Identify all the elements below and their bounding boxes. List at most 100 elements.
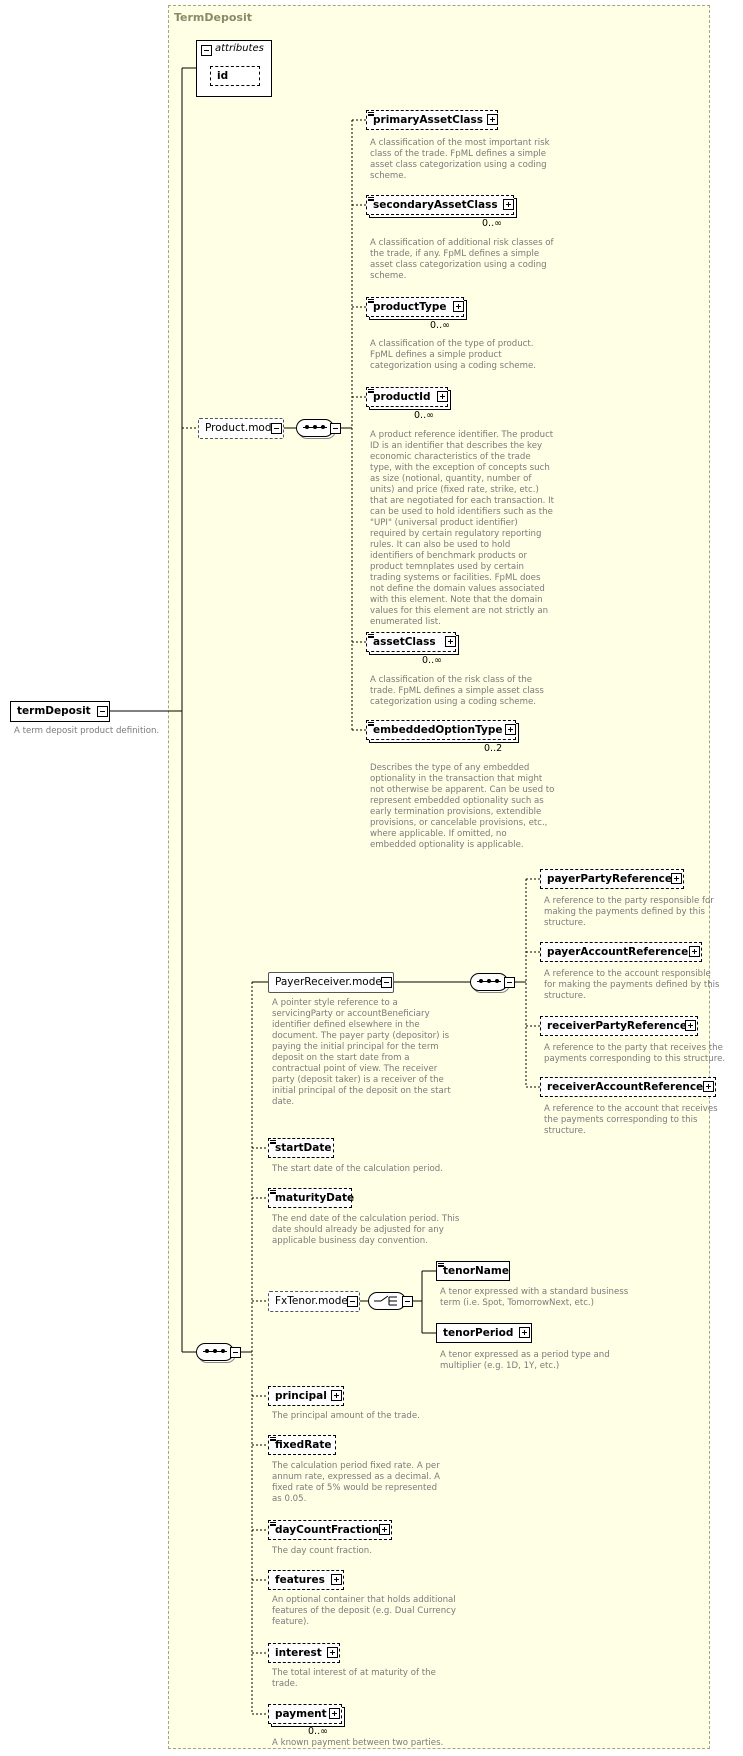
expand-icon[interactable]: [685, 1020, 696, 1031]
expand-icon[interactable]: [505, 724, 516, 735]
embedded-option-type-element[interactable]: embeddedOptionType: [366, 720, 516, 740]
element-description: An optional container that holds additio…: [272, 1595, 456, 1627]
expand-icon[interactable]: [331, 1574, 342, 1585]
element-decoration-icon: [270, 1437, 276, 1441]
collapse-icon[interactable]: [271, 423, 282, 434]
expand-icon[interactable]: [445, 636, 456, 647]
element-label: embeddedOptionType: [373, 724, 503, 736]
payer-account-reference-element[interactable]: payerAccountReference: [540, 942, 702, 962]
panel-title: TermDeposit: [174, 11, 252, 24]
root-label: termDeposit: [17, 705, 91, 717]
element-label: assetClass: [373, 636, 436, 648]
collapse-icon[interactable]: [504, 977, 515, 988]
element-label: payment: [275, 1708, 327, 1720]
element-description: A classification of the type of product.…: [370, 339, 536, 371]
element-description: The principal amount of the trade.: [272, 1411, 420, 1421]
interest-element[interactable]: interest: [268, 1643, 340, 1663]
payment-element[interactable]: payment: [268, 1704, 342, 1724]
element-label: tenorPeriod: [443, 1327, 514, 1339]
product-id-element[interactable]: productId: [366, 387, 448, 407]
expand-icon[interactable]: [379, 1524, 390, 1535]
collapse-icon[interactable]: [201, 45, 212, 56]
collapse-icon[interactable]: [402, 1296, 413, 1307]
secondary-asset-class-element[interactable]: secondaryAssetClass: [366, 195, 514, 215]
features-element[interactable]: features: [268, 1570, 344, 1590]
element-label: interest: [275, 1647, 322, 1659]
payer-receiver-model-group[interactable]: PayerReceiver.model: [268, 972, 394, 993]
element-label: primaryAssetClass: [373, 114, 483, 126]
fx-tenor-model-group[interactable]: FxTenor.model: [268, 1291, 360, 1312]
element-decoration-icon: [438, 1263, 444, 1267]
payer-party-reference-element[interactable]: payerPartyReference: [540, 869, 684, 889]
element-description: A classification of additional risk clas…: [370, 238, 554, 281]
group-description: A pointer style reference to a servicing…: [272, 998, 451, 1107]
element-description: Describes the type of any embedded optio…: [370, 763, 555, 850]
expand-icon[interactable]: [519, 1327, 530, 1338]
expand-icon[interactable]: [503, 199, 514, 210]
receiver-account-reference-element[interactable]: receiverAccountReference: [540, 1077, 716, 1097]
collapse-icon[interactable]: [230, 1347, 241, 1358]
element-description: A reference to the account responsible f…: [544, 969, 720, 1001]
element-label: receiverPartyReference: [547, 1020, 687, 1032]
maturity-date-element[interactable]: maturityDate: [268, 1188, 354, 1208]
element-description: A known payment between two parties.: [272, 1738, 444, 1748]
choice-icon: [368, 1292, 406, 1310]
collapse-icon[interactable]: [381, 977, 392, 988]
expand-icon[interactable]: [437, 391, 448, 402]
receiver-party-reference-element[interactable]: receiverPartyReference: [540, 1016, 698, 1036]
term-deposit-root-element[interactable]: termDeposit: [10, 701, 110, 722]
expand-icon[interactable]: [453, 301, 464, 312]
product-type-element[interactable]: productType: [366, 297, 464, 317]
element-label: tenorName: [443, 1265, 509, 1277]
element-description: A tenor expressed with a standard busine…: [440, 1287, 629, 1308]
start-date-element[interactable]: startDate: [268, 1138, 334, 1158]
element-decoration-icon: [270, 1522, 276, 1526]
tenor-period-element[interactable]: tenorPeriod: [436, 1323, 532, 1343]
element-description: The end date of the calculation period. …: [272, 1214, 460, 1246]
element-label: principal: [275, 1390, 327, 1402]
cardinality: 0..∞: [414, 410, 434, 421]
element-decoration-icon: [368, 722, 374, 726]
element-decoration-icon: [270, 1190, 276, 1194]
group-label: PayerReceiver.model: [275, 976, 385, 988]
group-label: FxTenor.model: [275, 1295, 351, 1307]
expand-icon[interactable]: [487, 114, 498, 125]
cardinality: 0..∞: [430, 320, 450, 331]
element-description: A reference to the party responsible for…: [544, 896, 714, 928]
element-label: payerPartyReference: [547, 873, 672, 885]
expand-icon[interactable]: [671, 873, 682, 884]
attributes-label: attributes: [215, 43, 264, 54]
expand-icon[interactable]: [329, 1708, 340, 1719]
expand-icon[interactable]: [689, 946, 700, 957]
principal-element[interactable]: principal: [268, 1386, 344, 1406]
expand-icon[interactable]: [331, 1390, 342, 1401]
choice-switch-icon: [374, 1295, 397, 1306]
element-description: The total interest of at maturity of the…: [272, 1668, 436, 1689]
product-model-group[interactable]: Product.model: [198, 418, 284, 439]
element-label: dayCountFraction: [275, 1524, 380, 1536]
attribute-id[interactable]: id: [210, 66, 260, 86]
sequence-icon: [196, 1343, 234, 1361]
group-label: Product.model: [205, 422, 281, 434]
collapse-icon[interactable]: [347, 1296, 358, 1307]
expand-icon[interactable]: [703, 1081, 714, 1092]
root-description: A term deposit product definition.: [14, 726, 160, 736]
attributes-box: attributes id: [196, 40, 272, 97]
element-label: secondaryAssetClass: [373, 199, 498, 211]
element-label: productType: [373, 301, 447, 313]
element-label: productId: [373, 391, 431, 403]
element-label: receiverAccountReference: [547, 1081, 704, 1093]
fixed-rate-element[interactable]: fixedRate: [268, 1435, 336, 1455]
day-count-fraction-element[interactable]: dayCountFraction: [268, 1520, 392, 1540]
cardinality: 0..2: [484, 743, 503, 754]
collapse-icon[interactable]: [330, 423, 341, 434]
tenor-name-element[interactable]: tenorName: [436, 1261, 510, 1281]
expand-icon[interactable]: [327, 1647, 338, 1658]
primary-asset-class-element[interactable]: primaryAssetClass: [366, 110, 498, 130]
sequence-icon: [470, 973, 508, 991]
element-label: payerAccountReference: [547, 946, 689, 958]
element-description: A reference to the account that receives…: [544, 1104, 718, 1136]
collapse-icon[interactable]: [97, 706, 108, 717]
cardinality: 0..∞: [422, 655, 442, 666]
asset-class-element[interactable]: assetClass: [366, 632, 456, 652]
